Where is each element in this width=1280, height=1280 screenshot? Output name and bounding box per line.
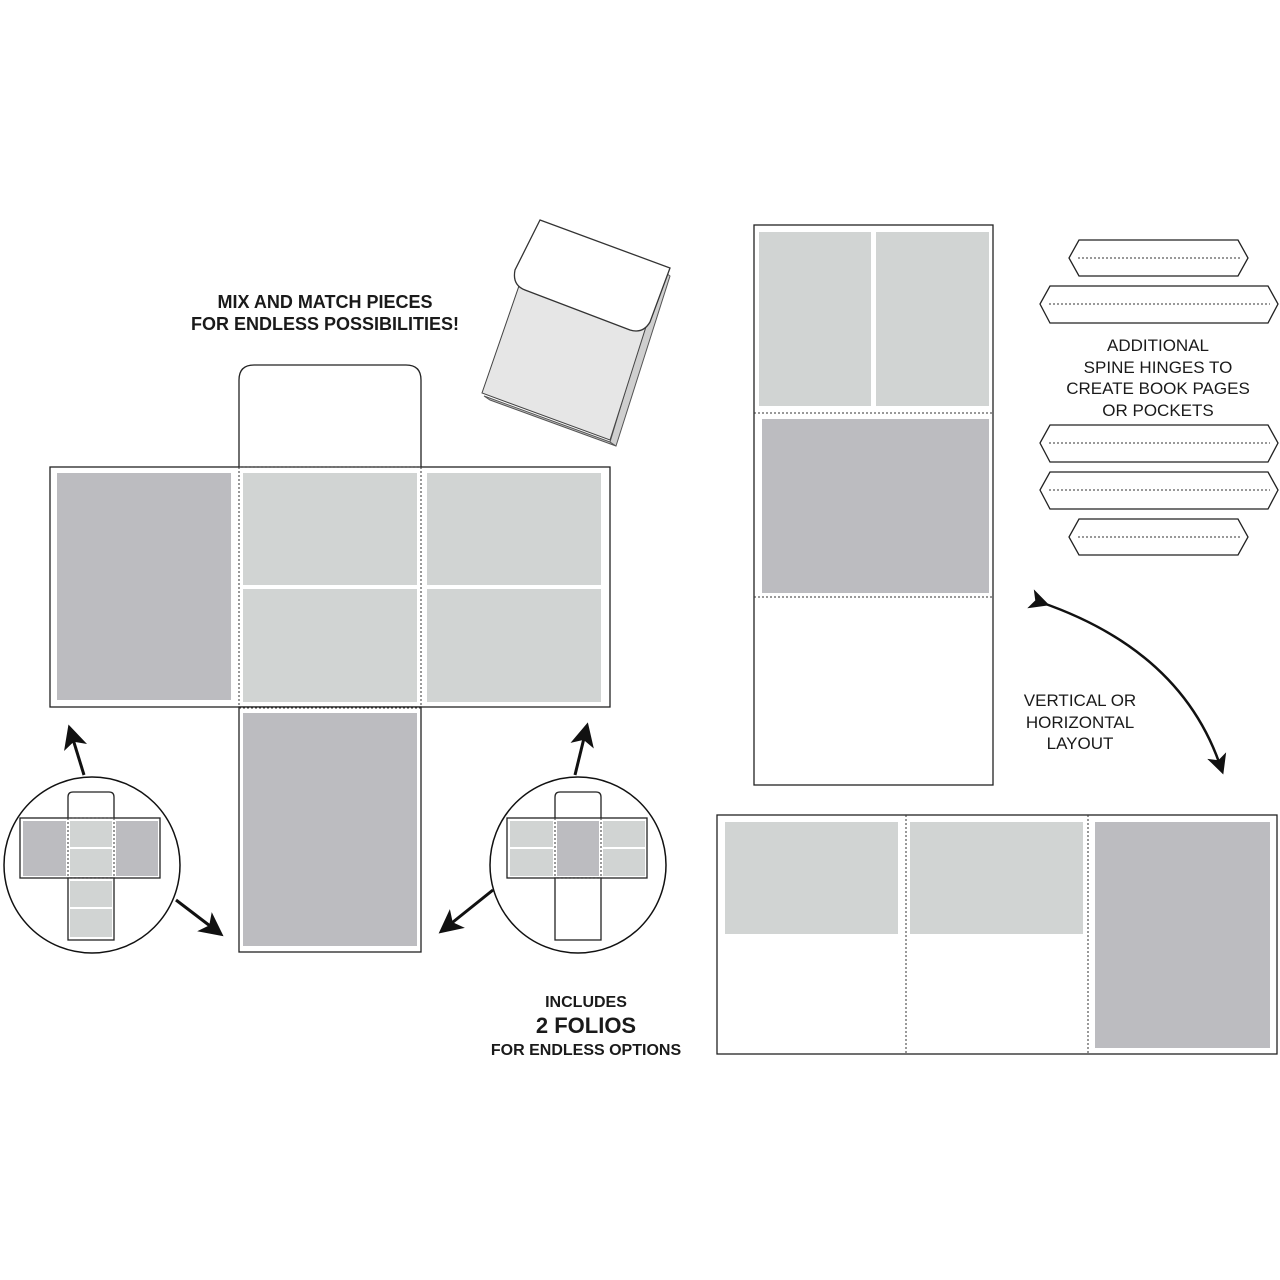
vertical-folio (753, 224, 994, 786)
headline-line-2: FOR ENDLESS POSSIBILITIES! (191, 314, 459, 334)
cross-folio-layout (49, 364, 611, 953)
photo-panel (759, 232, 871, 406)
top-flap (238, 364, 422, 467)
photo-panel (1095, 822, 1270, 1048)
photo-panel (762, 419, 989, 593)
variant-circle-right (489, 776, 667, 954)
photo-panel (427, 473, 601, 585)
curved-arrow-icon (1027, 589, 1227, 775)
hinges-note-line: SPINE HINGES TO (1084, 358, 1233, 377)
horizontal-folio (716, 814, 1278, 1055)
spine-hinges (1039, 239, 1279, 556)
photo-panel (725, 822, 898, 934)
hinges-note-line: ADDITIONAL (1107, 336, 1209, 355)
photo-panel (427, 589, 601, 702)
arrow-icon (438, 888, 494, 934)
layout-note-line: VERTICAL OR (1024, 691, 1136, 710)
variant-circle-left (3, 776, 181, 954)
photo-panel (876, 232, 989, 406)
hinges-note-line: OR POCKETS (1102, 401, 1213, 420)
album-book-illustration (481, 219, 671, 447)
arrow-icon (175, 898, 224, 937)
photo-panel (57, 473, 231, 700)
photo-panel (910, 822, 1083, 934)
layout-note-line: HORIZONTAL (1026, 713, 1134, 732)
hinges-note-line: CREATE BOOK PAGES (1066, 379, 1250, 398)
headline-line-1: MIX AND MATCH PIECES (217, 292, 432, 312)
folios-note-line-1: INCLUDES (545, 994, 627, 1011)
folios-note-line-2: 2 FOLIOS (536, 1013, 636, 1038)
photo-panel (243, 589, 417, 702)
photo-panel (243, 473, 417, 585)
arrow-icon (64, 724, 87, 776)
folios-note-line-3: FOR ENDLESS OPTIONS (491, 1042, 682, 1059)
photo-panel (243, 713, 417, 946)
layout-note-line: LAYOUT (1047, 734, 1114, 753)
arrow-icon (570, 722, 594, 776)
